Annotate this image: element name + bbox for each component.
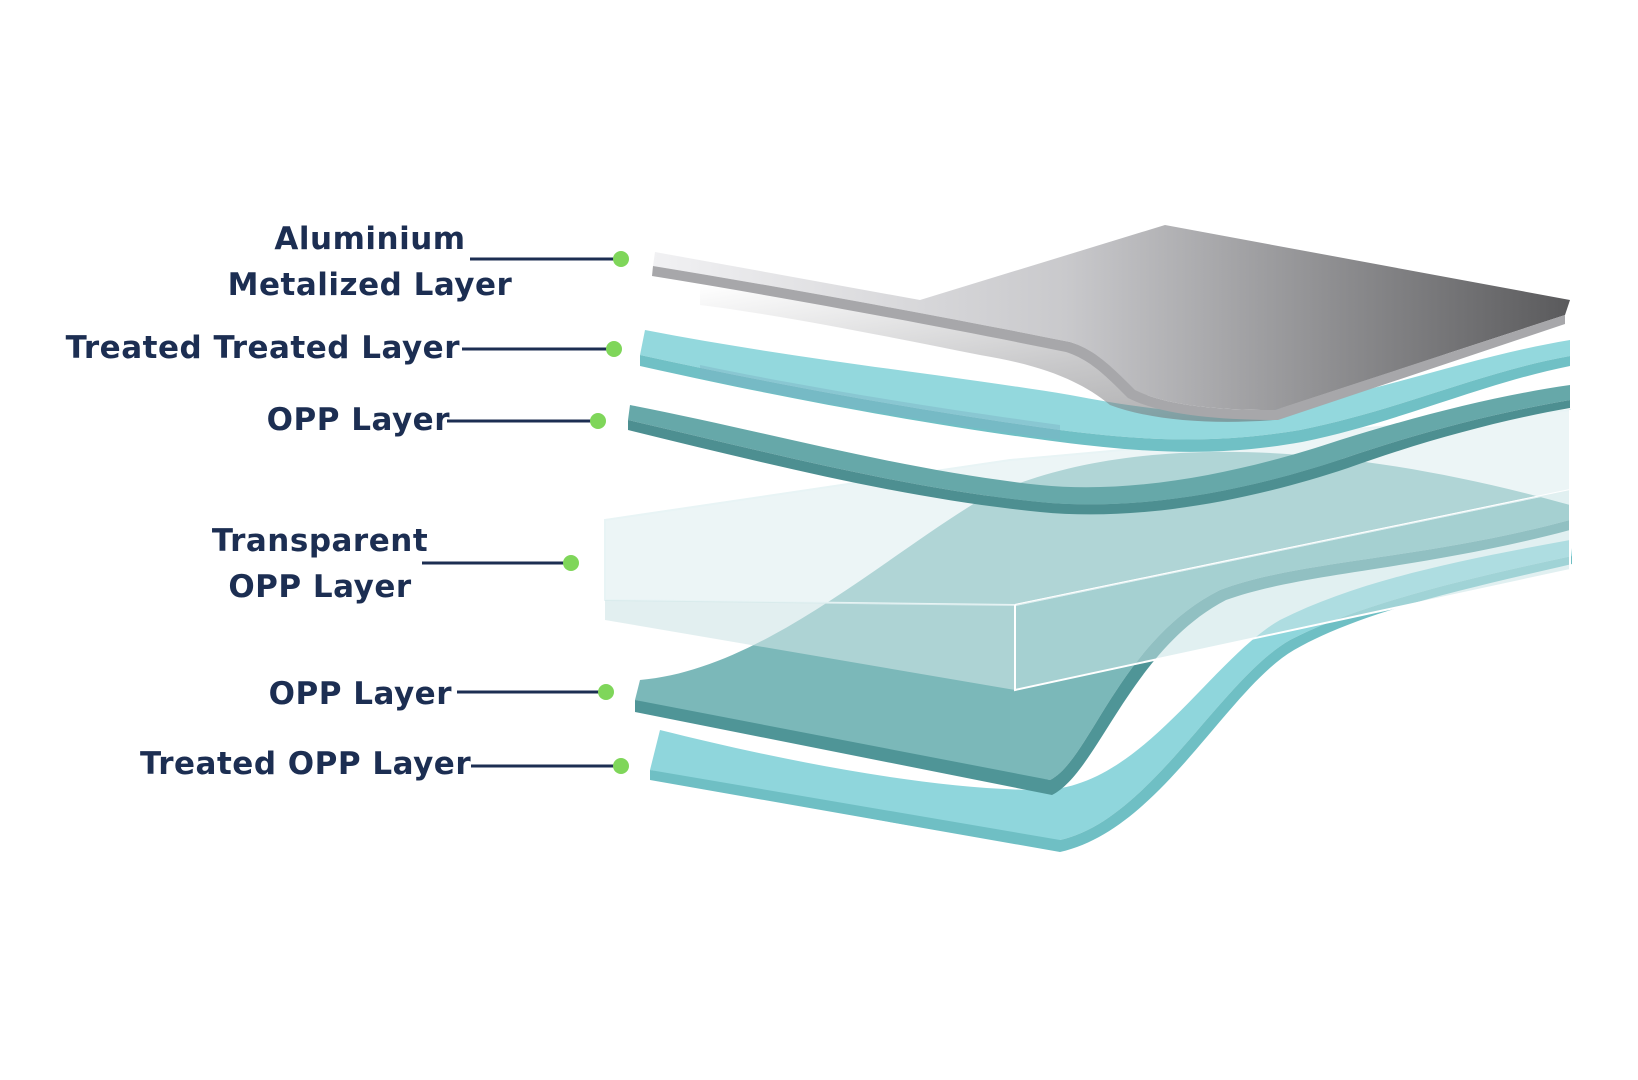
label-aluminium-line2: Metalized Layer [227, 267, 513, 303]
aluminium-metalized-layer [652, 225, 1570, 422]
label-transparent-opp-layer: Transparent OPP Layer [200, 518, 440, 610]
label-transparent-line1: Transparent [211, 523, 429, 559]
treated-treated-layer [640, 330, 1570, 452]
label-treated-treated-text: Treated Treated Layer [65, 330, 460, 366]
leader-lines [422, 251, 629, 774]
label-aluminium-metalized-layer: Aluminium Metalized Layer [220, 216, 520, 308]
leader-dot-opp-bottom [598, 684, 614, 700]
leader-dot-aluminium [613, 251, 629, 267]
label-treated-opp-text: Treated OPP Layer [140, 746, 472, 782]
leader-dot-treated-treated [606, 341, 622, 357]
label-opp-layer-bottom: OPP Layer [262, 671, 452, 717]
leader-dot-treated-opp [613, 758, 629, 774]
label-opp-top-text: OPP Layer [266, 402, 450, 438]
leader-dot-transparent [563, 555, 579, 571]
leader-dot-opp-top [590, 413, 606, 429]
label-transparent-line2: OPP Layer [228, 569, 412, 605]
label-aluminium-line1: Aluminium [274, 221, 466, 257]
label-opp-layer-top: OPP Layer [260, 397, 450, 443]
label-opp-bottom-text: OPP Layer [268, 676, 452, 712]
label-treated-opp-layer: Treated OPP Layer [140, 741, 472, 787]
opp-layer-top [628, 385, 1570, 515]
label-treated-treated-layer: Treated Treated Layer [60, 325, 460, 371]
